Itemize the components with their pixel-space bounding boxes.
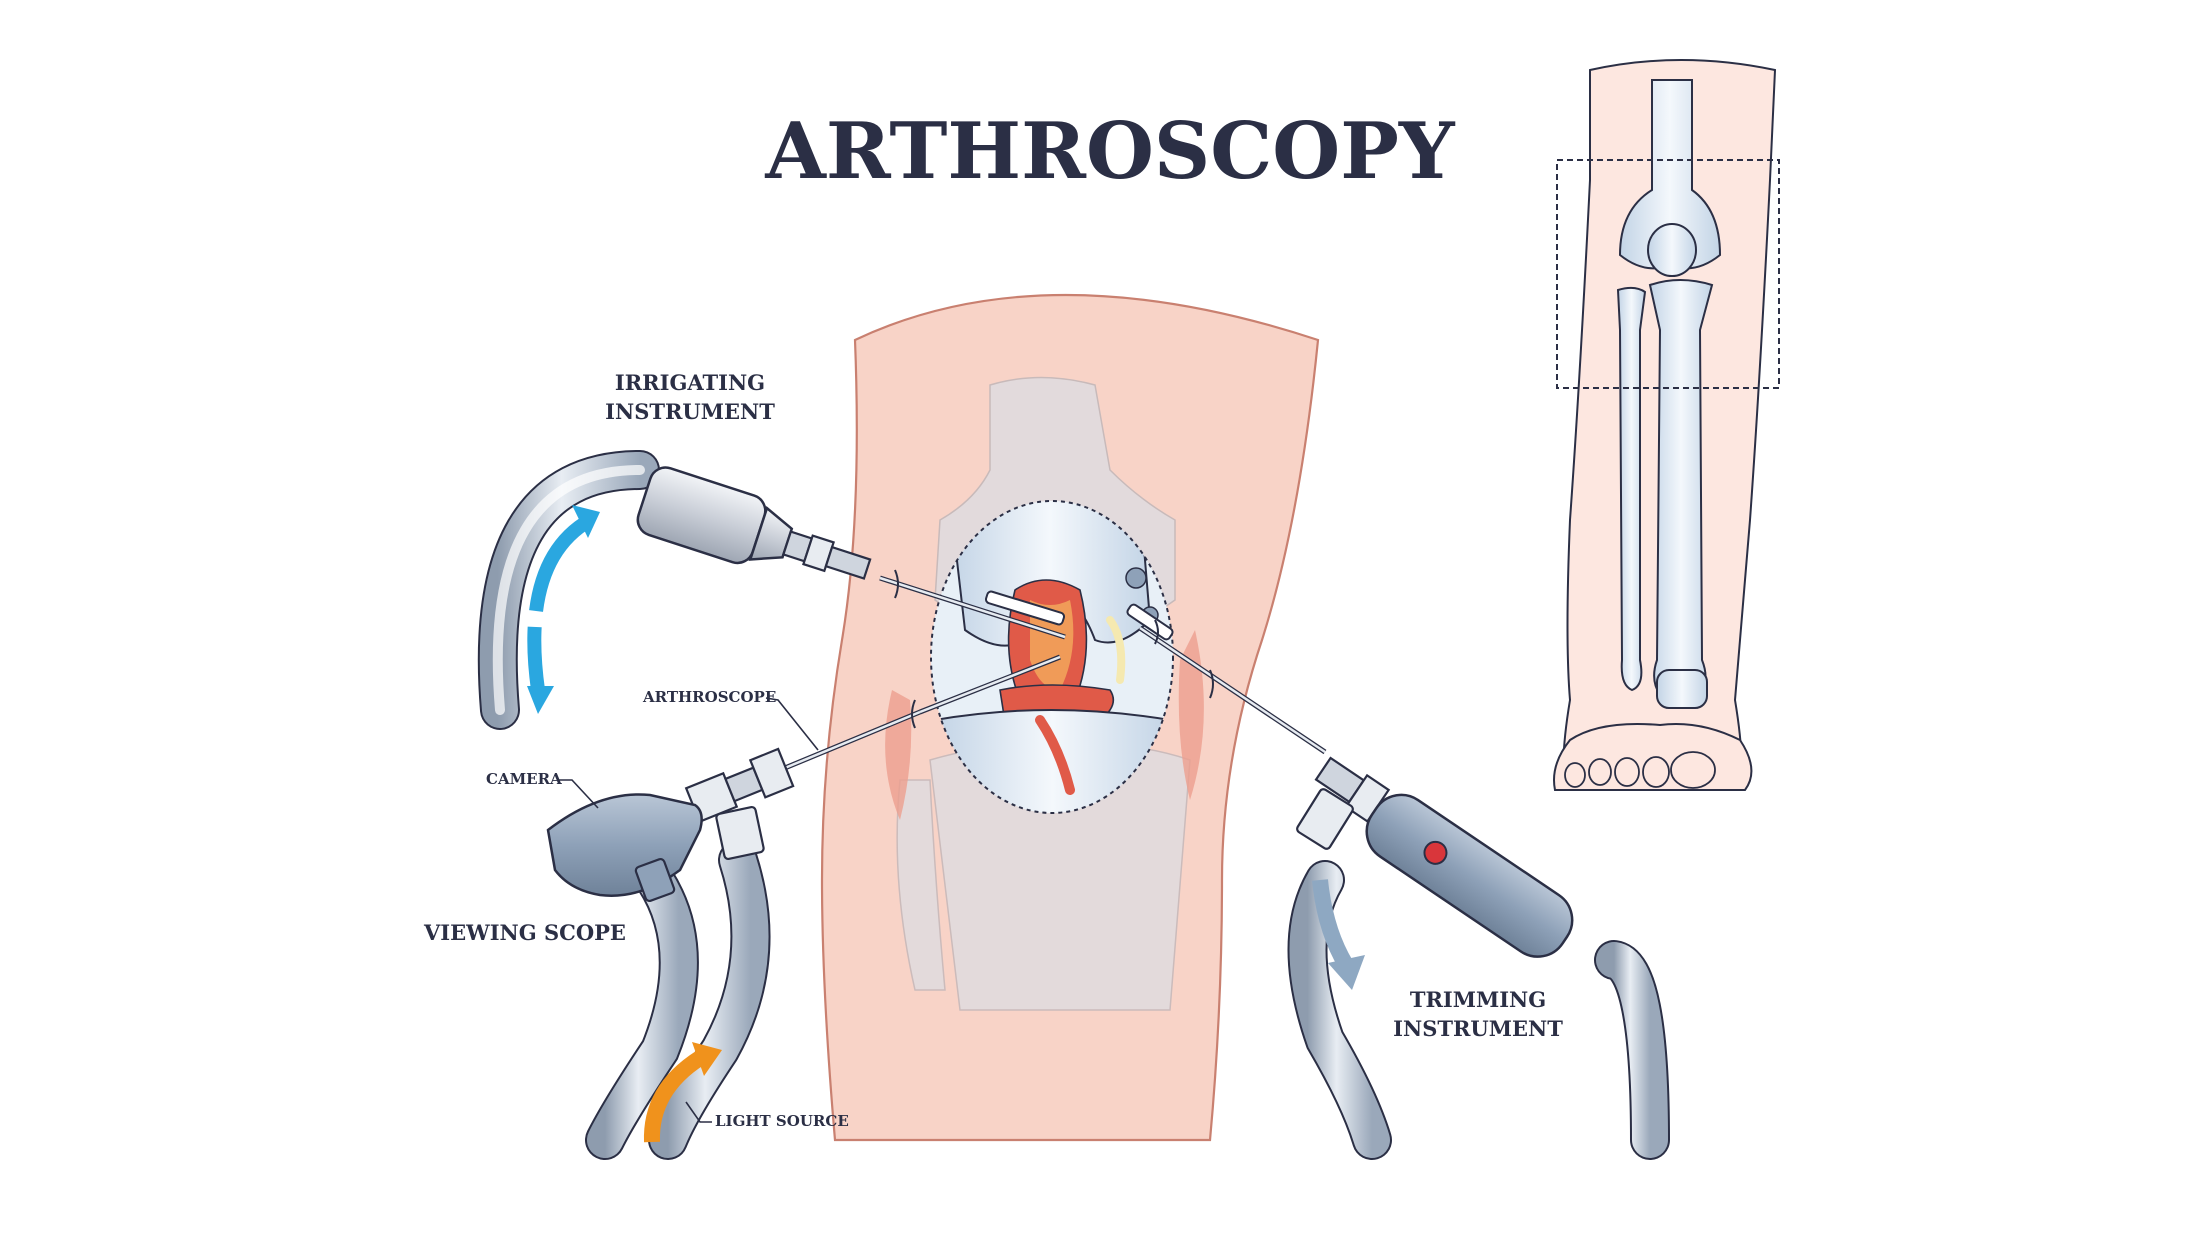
curved-double-arrow-icon (527, 505, 600, 714)
viewing-scope (546, 654, 1061, 1160)
label-irrigating-2: INSTRUMENT (605, 399, 775, 424)
label-arthroscope: ARTHROSCOPE (642, 688, 776, 706)
label-camera: CAMERA (486, 770, 562, 788)
label-viewing-scope: VIEWING SCOPE (423, 920, 626, 945)
labels: IRRIGATING INSTRUMENT ARTHROSCOPE CAMERA… (423, 370, 1563, 1130)
incision-marks (894, 569, 1214, 729)
camera (546, 793, 703, 903)
leg-overview (1553, 59, 1780, 791)
curved-up-arrow-icon (643, 1042, 722, 1143)
trigger-button-icon (1423, 840, 1448, 865)
curved-down-arrow-icon (1312, 879, 1365, 990)
label-irrigating: IRRIGATING (615, 370, 765, 395)
trimming-instrument (1126, 603, 1670, 1160)
label-trimming-2: INSTRUMENT (1393, 1016, 1563, 1041)
label-trimming: TRIMMING (1410, 987, 1546, 1012)
magnified-joint-view (930, 500, 1174, 814)
irrigating-instrument (477, 450, 1066, 730)
irrigating-needle-tip (984, 590, 1066, 626)
label-light-source: LIGHT SOURCE (715, 1112, 849, 1130)
page-title: ARTHROSCOPY (764, 106, 1455, 197)
